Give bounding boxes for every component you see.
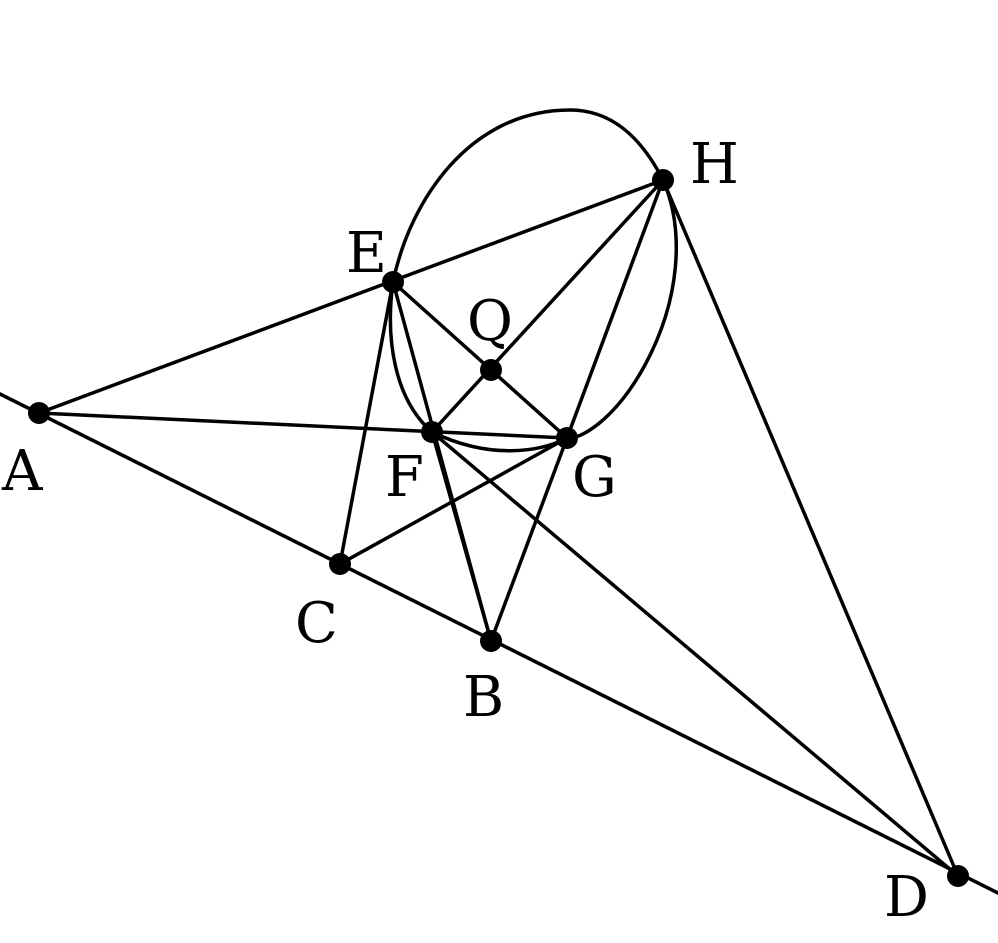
label-e: E bbox=[346, 221, 387, 286]
label-d: D bbox=[884, 865, 929, 930]
point-e bbox=[382, 271, 404, 293]
point-f bbox=[421, 421, 443, 443]
points bbox=[28, 169, 969, 887]
segments bbox=[37, 178, 960, 878]
label-b: B bbox=[463, 665, 504, 730]
point-c bbox=[329, 553, 351, 575]
segment-f-d bbox=[430, 430, 960, 878]
segment-a-g bbox=[37, 411, 569, 440]
segment-f-b bbox=[430, 430, 493, 643]
label-c: C bbox=[295, 591, 338, 656]
segment-f-h bbox=[430, 178, 665, 434]
segment-g-h bbox=[565, 178, 665, 440]
label-g: G bbox=[572, 445, 617, 510]
point-d bbox=[947, 865, 969, 887]
segment-e-g bbox=[391, 280, 569, 440]
point-b bbox=[480, 630, 502, 652]
segment-g-b bbox=[489, 436, 569, 643]
segment-h-d bbox=[661, 178, 960, 878]
label-h: H bbox=[690, 132, 739, 197]
segment-c-g bbox=[338, 436, 569, 566]
labels: A B C D E F G H Q bbox=[1, 132, 929, 930]
segment-a-h bbox=[37, 178, 665, 415]
label-a: A bbox=[1, 439, 43, 504]
point-a bbox=[28, 402, 50, 424]
point-g bbox=[556, 427, 578, 449]
conic-efgh bbox=[388, 108, 678, 453]
segment-e-c bbox=[338, 280, 395, 566]
point-q bbox=[480, 359, 502, 381]
point-h bbox=[652, 169, 674, 191]
label-q: Q bbox=[467, 289, 513, 354]
label-f: F bbox=[385, 445, 424, 510]
